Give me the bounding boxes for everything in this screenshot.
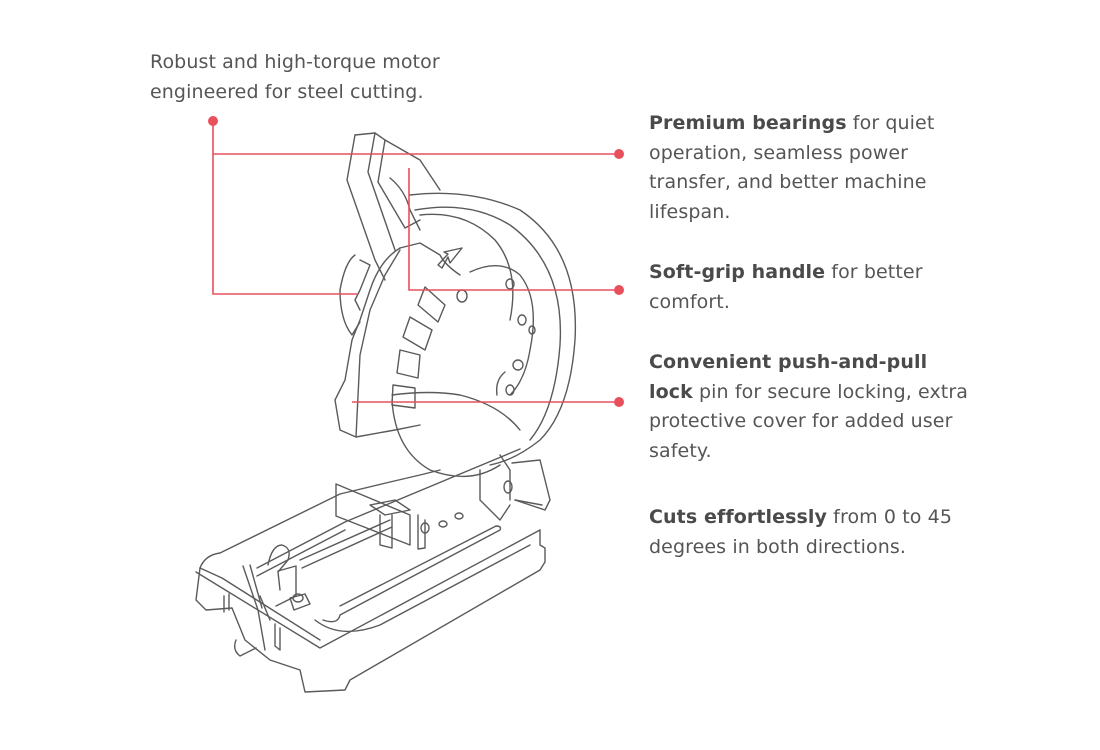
- callout-handle-text: for better comfort.: [649, 261, 923, 313]
- callout-bearings-text: for quiet operation, seamless power tran…: [649, 112, 935, 223]
- callout-dots: [208, 116, 624, 407]
- callout-handle: Soft-grip handle for better comfort.: [649, 258, 969, 317]
- callout-dot-bearings: [614, 149, 624, 159]
- callout-handle-title: Soft-grip handle: [649, 261, 826, 283]
- callout-line-handle: [408, 168, 619, 291]
- callout-bearings-title: Premium bearings: [649, 112, 847, 134]
- callout-bearings: Premium bearings for quiet operation, se…: [649, 109, 969, 227]
- callout-motor-text: Robust and high-torque motor engineered …: [150, 51, 440, 103]
- callout-dot-motor: [208, 116, 218, 126]
- callout-motor: Robust and high-torque motor engineered …: [150, 48, 490, 107]
- callout-lines: [212, 121, 619, 403]
- blade-guard: [391, 192, 577, 478]
- callout-dot-handle: [614, 285, 624, 295]
- callout-cuts: Cuts effortlessly from 0 to 45 degrees i…: [649, 503, 979, 562]
- callout-line-motor: [212, 121, 358, 295]
- callout-dot-lock: [614, 397, 624, 407]
- saw-base: [195, 448, 551, 693]
- motor-housing: [334, 132, 461, 438]
- callout-cuts-text: from 0 to 45 degrees in both directions.: [649, 506, 953, 558]
- callout-lock-title: Convenient push-and-pull lock: [649, 351, 928, 403]
- callout-lock-text: pin for secure locking, extra protective…: [649, 380, 969, 462]
- callout-cuts-title: Cuts effortlessly: [649, 506, 828, 528]
- callout-lock: Convenient push-and-pull lock pin for se…: [649, 348, 969, 466]
